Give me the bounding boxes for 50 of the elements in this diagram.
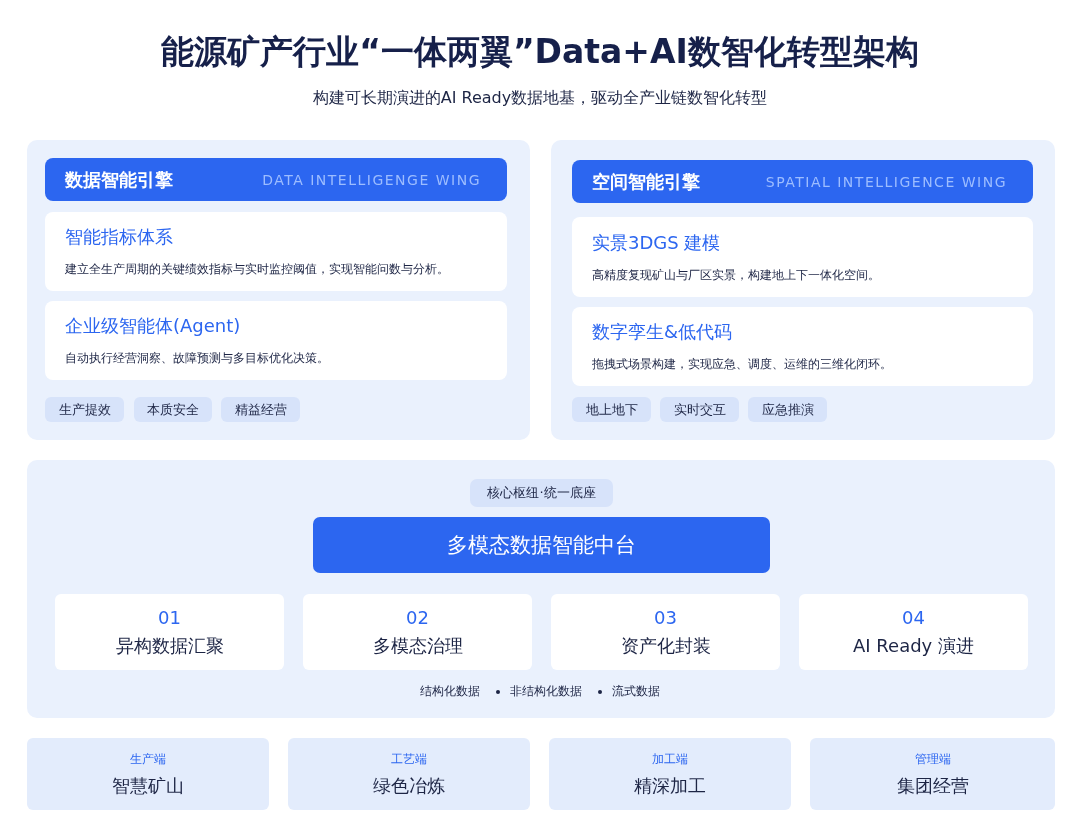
- domain-title: 精深加工: [634, 773, 706, 798]
- tag-chip: 实时交互: [660, 397, 739, 422]
- domain-card: [27, 738, 269, 810]
- domain-label: 管理端: [914, 750, 951, 768]
- card-description: 自动执行经营洞察、故障预测与多目标优化决策。: [65, 350, 330, 367]
- section-subtitle: DATA INTELLIGENGE WING: [262, 171, 481, 188]
- domain-card: [810, 738, 1055, 810]
- step-title: 多模态治理: [372, 633, 463, 658]
- panel-background: [551, 140, 1055, 440]
- card-title: 实景3DGS 建模: [592, 230, 722, 255]
- step-number: 04: [902, 606, 925, 628]
- domain-label: 生产端: [130, 750, 166, 768]
- section-subtitle: SPATIAL INTELLIGENCE WING: [765, 173, 1007, 190]
- diagram-subtitle: 构建可长期演进的AI Ready数据地基，驱动全产业链数智化转型: [311, 88, 769, 109]
- data-type-label: 流式数据: [612, 683, 660, 700]
- domain-label: 加工端: [652, 750, 688, 768]
- step-number: 03: [654, 606, 677, 628]
- step-number: 01: [158, 606, 181, 628]
- step-number: 02: [406, 606, 429, 628]
- hub-tag: 核心枢纽·统一底座: [470, 479, 613, 507]
- domain-card: [288, 738, 530, 810]
- tag-chip: 本质安全: [134, 397, 212, 422]
- tag-chip: 地上地下: [572, 397, 651, 422]
- card-description: 高精度复现矿山与厂区实景，构建地上下一体化空间。: [592, 266, 881, 284]
- step-title: 资产化封装: [620, 633, 711, 658]
- card-title: 数字孪生&低代码: [592, 320, 734, 344]
- card-title: 智能指标体系: [65, 225, 174, 249]
- section-title: 数据智能引擎: [65, 167, 173, 192]
- domain-title: 绿色冶炼: [373, 773, 445, 798]
- panel-background: [27, 460, 1055, 718]
- card-description: 拖拽式场景构建，实现应急、调度、运维的三维化闭环。: [592, 356, 893, 373]
- data-type-label: 非结构化数据: [510, 683, 582, 700]
- section-title: 空间智能引擎: [592, 169, 700, 194]
- data-type-label: 结构化数据: [420, 683, 480, 700]
- section-header: [572, 160, 1033, 203]
- platform-bar: 多模态数据智能中台: [313, 517, 770, 573]
- tag-chip: 生产提效: [45, 397, 124, 422]
- card-description: 建立全生产周期的关键绩效指标与实时监控阈值，实现智能问数与分析。: [65, 261, 450, 278]
- card-title: 企业级智能体(Agent): [65, 314, 242, 338]
- tag-chip: 精益经营: [221, 397, 300, 422]
- domain-title: 智慧矿山: [112, 773, 184, 798]
- domain-label: 工艺端: [391, 750, 427, 768]
- step-title: AI Ready 演进: [853, 633, 974, 658]
- step-title: 异构数据汇聚: [115, 633, 224, 658]
- domain-card: [549, 738, 791, 810]
- section-header: [45, 158, 507, 201]
- diagram-title: 能源矿产行业“一体两翼”Data+AI数智化转型架构: [160, 31, 920, 73]
- tag-chip: 应急推演: [748, 397, 827, 422]
- panel-background: [27, 140, 530, 440]
- domain-title: 集团经营: [896, 773, 969, 798]
